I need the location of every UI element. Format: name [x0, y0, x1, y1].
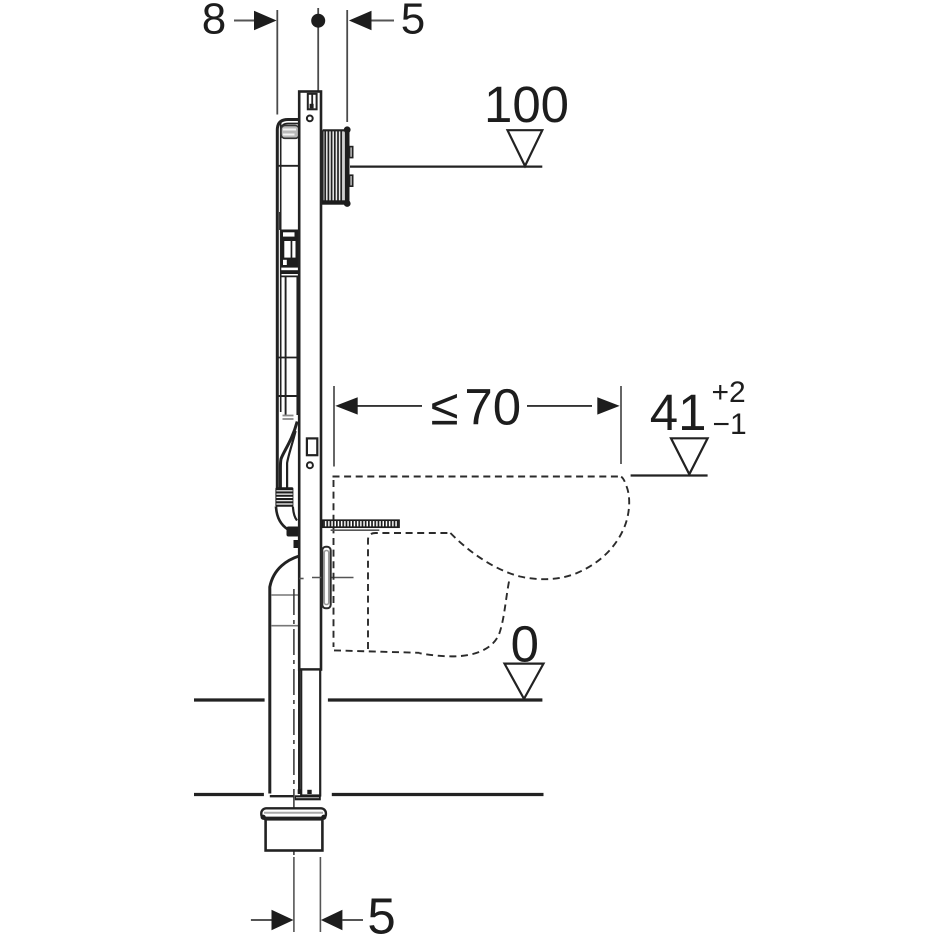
svg-text:5: 5 [401, 0, 425, 44]
svg-text:−1: −1 [713, 408, 747, 441]
svg-text:100: 100 [484, 76, 569, 133]
svg-text:≤: ≤ [431, 379, 459, 436]
svg-text:41: 41 [650, 384, 707, 441]
svg-text:70: 70 [464, 379, 521, 436]
svg-text:+2: +2 [712, 376, 746, 409]
svg-text:5: 5 [367, 888, 395, 935]
svg-text:8: 8 [202, 0, 226, 44]
